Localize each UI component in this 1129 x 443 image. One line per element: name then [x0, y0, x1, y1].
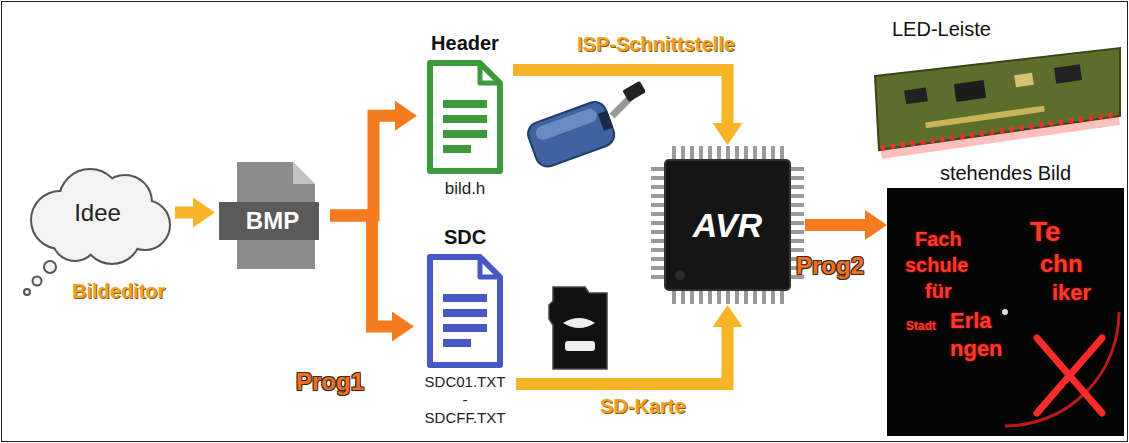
flow-arrow [513, 70, 728, 123]
pov-photo [887, 188, 1124, 436]
program-label: Prog2 [796, 252, 864, 280]
step-label: Bildeditor [72, 280, 165, 303]
cloud-text: Idee [74, 199, 121, 227]
chip-node: AVR [650, 145, 805, 305]
bmp-node: BMP [215, 158, 330, 273]
photo-text: iker [1052, 280, 1091, 305]
document-heading: SDC [444, 226, 486, 249]
chip-label: AVR [693, 206, 762, 245]
photo-text: ngen [950, 336, 1003, 361]
cloud-node: Idee [20, 160, 175, 265]
microsd-card [545, 283, 615, 373]
photo-caption: stehendes Bild [940, 162, 1071, 185]
photo-text: Erla [950, 308, 992, 333]
flow-arrow [330, 116, 395, 216]
document-node: SDC SDC01.TXT - SDCFF.TXT [414, 226, 516, 427]
step-label: SD-Karte [600, 395, 686, 418]
photo-text: schule [905, 254, 968, 277]
photo-text: Fach [915, 228, 962, 251]
flow-arrow [330, 216, 392, 327]
document-node: Header bild.h [417, 32, 513, 199]
file-name: bild.h [445, 179, 486, 199]
step-label: LED-Leiste [892, 18, 991, 41]
led-trail-figure [887, 188, 1124, 436]
program-label: Prog1 [296, 368, 364, 396]
document-icon [425, 252, 505, 370]
document-icon [425, 58, 505, 176]
photo-text: Stadt [906, 320, 936, 334]
photo-text: für [925, 280, 952, 303]
flow-arrow [805, 219, 865, 231]
step-label: ISP-Schnittstelle [577, 33, 735, 56]
file-type-label: BMP [246, 207, 299, 235]
file-name: SDC01.TXT - SDCFF.TXT [422, 373, 508, 427]
flow-arrow [175, 207, 193, 219]
document-heading: Header [431, 32, 499, 55]
thought-bubbles [10, 255, 70, 305]
led-strip [865, 44, 1125, 162]
photo-text: Te [1030, 216, 1061, 248]
flow-arrow [516, 327, 728, 384]
photo-text: chn [1040, 250, 1083, 278]
isp-programmer [520, 80, 645, 180]
